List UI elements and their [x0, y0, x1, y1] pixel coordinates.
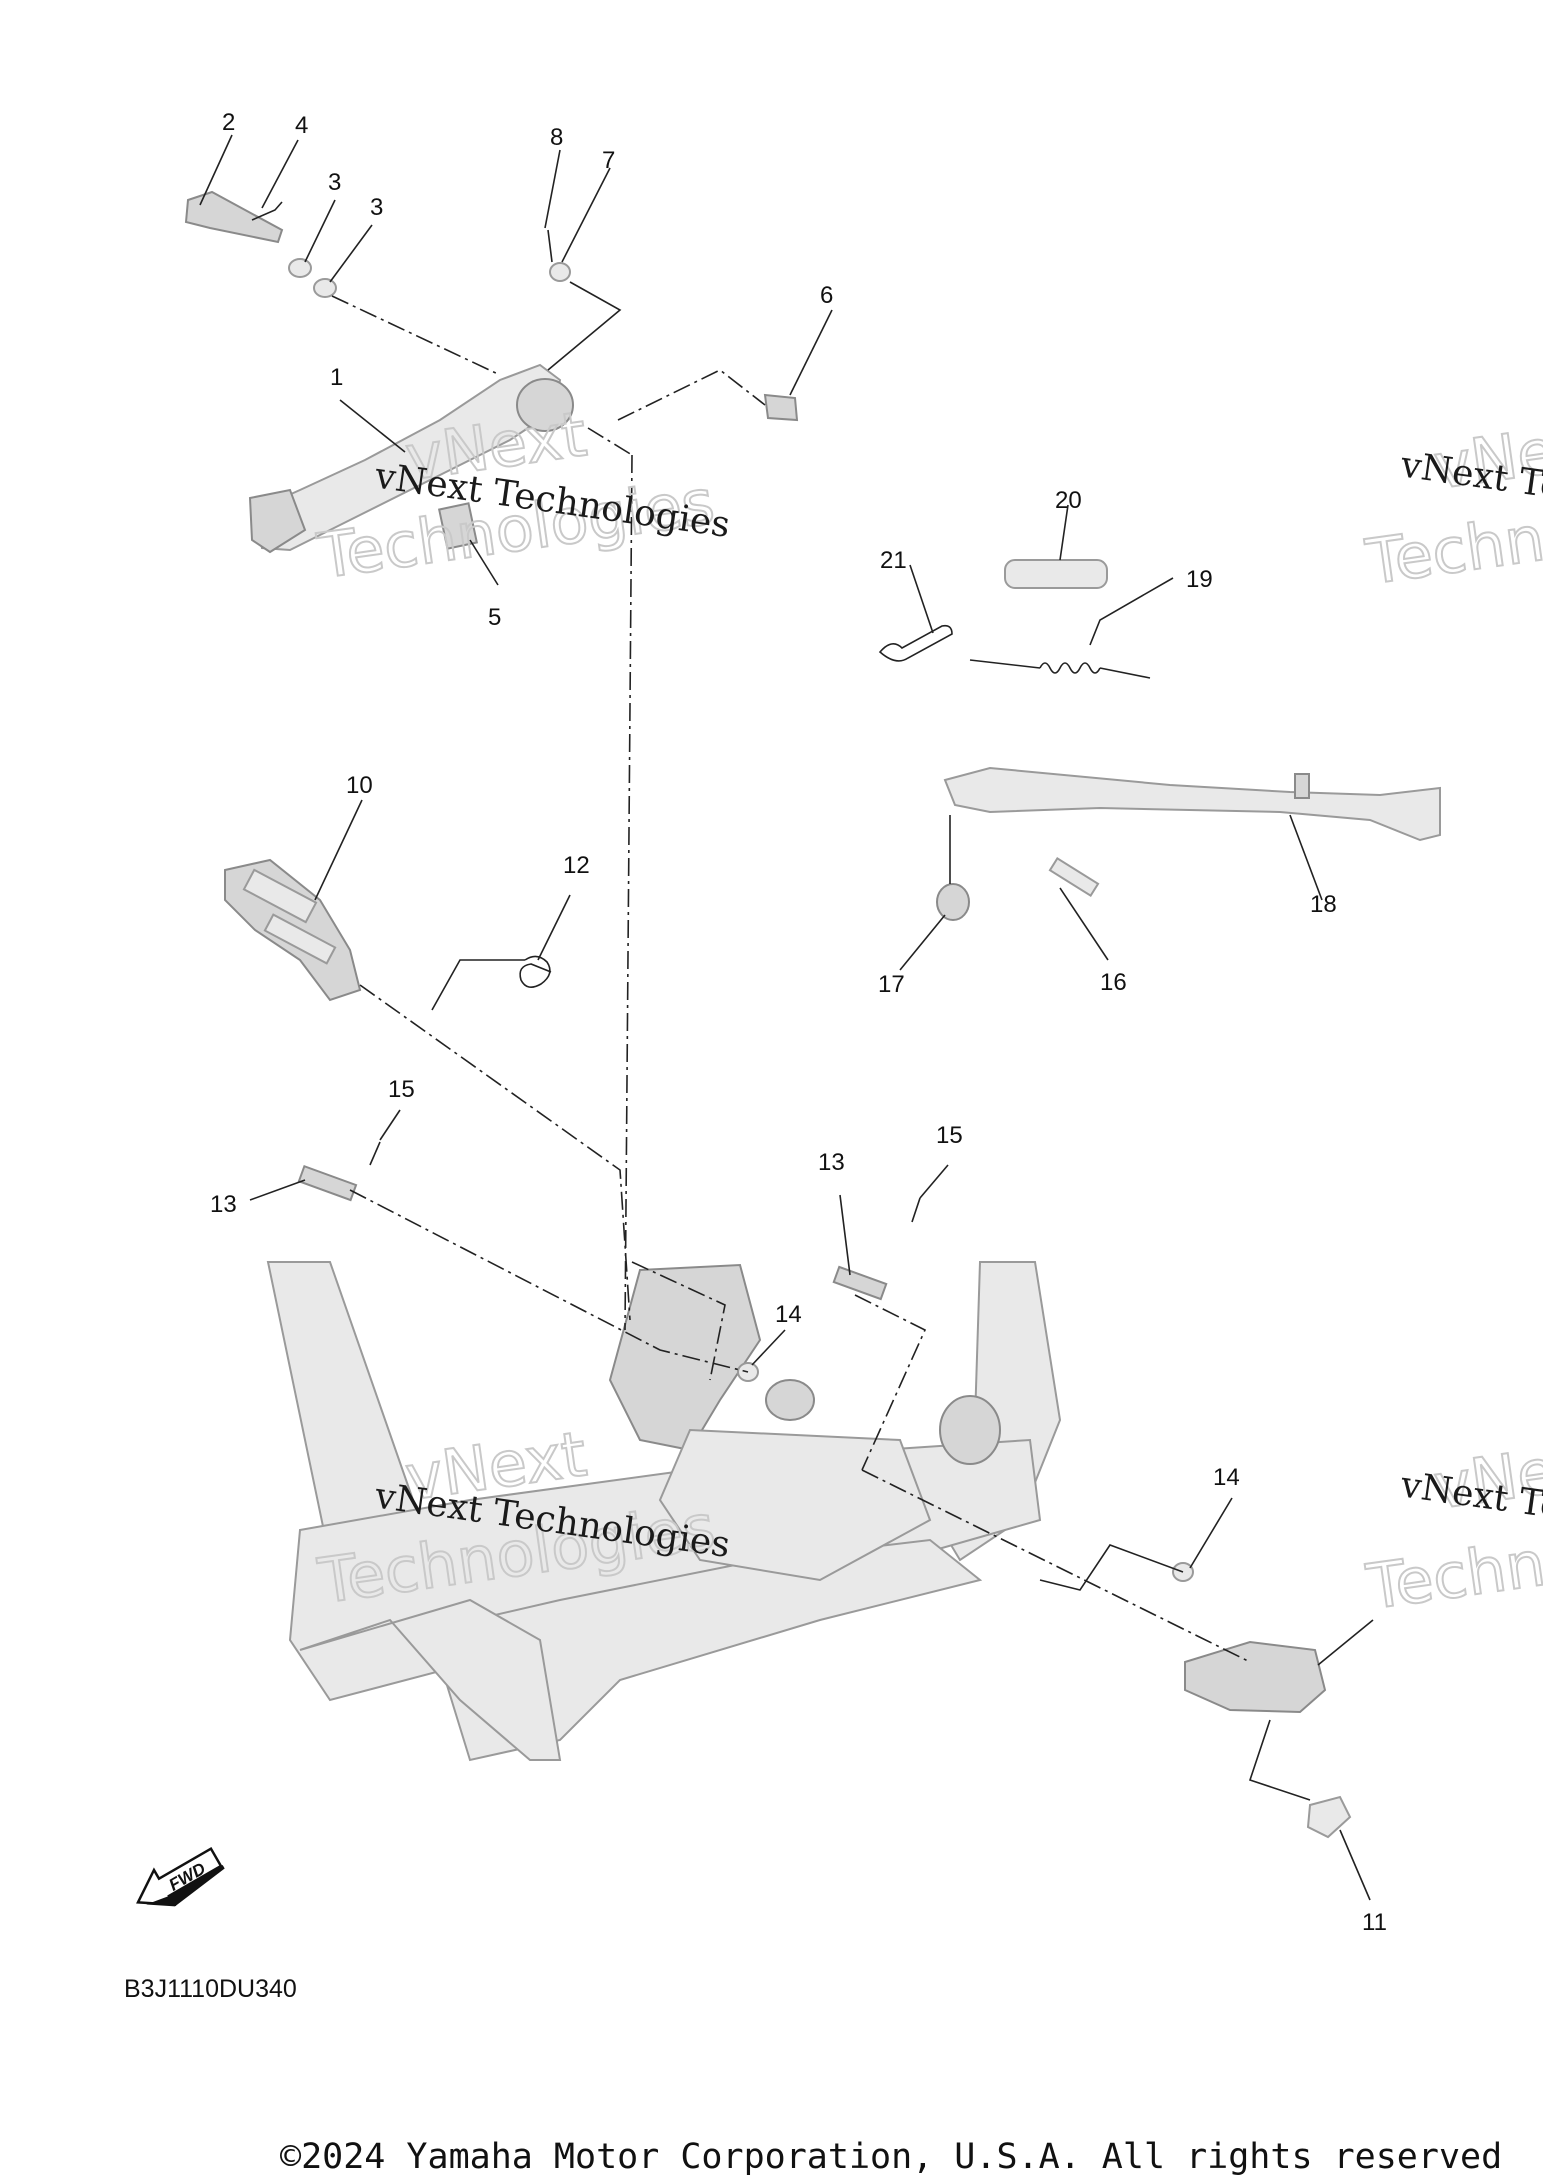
callout-10: 10	[346, 772, 373, 799]
callout-21: 21	[880, 547, 907, 574]
leader-lines	[199, 134, 1374, 1901]
callouts: 2 4 3 3 8 7 6 1 5 20 21 19 10 12 18 17 1…	[210, 109, 1387, 1936]
callout-8: 8	[550, 124, 563, 151]
footrest-right-9	[1184, 1640, 1327, 1714]
cotter-15a	[369, 1141, 381, 1166]
callout-4: 4	[295, 112, 308, 139]
bolt-6	[763, 393, 799, 422]
brake-pedal	[248, 363, 574, 554]
spring-12	[519, 955, 552, 988]
callout-16: 18	[1310, 891, 1337, 918]
callout-17: 19	[1186, 566, 1213, 593]
callout-6: 6	[820, 282, 833, 309]
callout-7: 7	[602, 147, 615, 174]
watermark-right-top: vNext Technologies vNext Technologies	[1360, 405, 1543, 600]
callout-15b: 15	[936, 1122, 963, 1149]
washer-7	[549, 262, 571, 282]
pin-4	[251, 201, 283, 221]
callout-5: 5	[488, 604, 501, 631]
cotter-pin-8	[547, 229, 553, 263]
callout-14b: 14	[1213, 1464, 1240, 1491]
collar-18	[1004, 559, 1108, 589]
pin-13b	[832, 1265, 888, 1301]
callout-19: 16	[1100, 969, 1127, 996]
callout-1: 1	[330, 364, 343, 391]
pivot-bolt-2	[184, 190, 284, 244]
washer-3b	[313, 278, 337, 298]
watermark-right-bottom: vNext Technologies vNext Technologies	[1361, 1425, 1543, 1625]
pin-13a	[297, 1164, 358, 1202]
copyright-notice: ©2024 Yamaha Motor Corporation, U.S.A. A…	[280, 2137, 1502, 2176]
callout-3a: 3	[328, 169, 341, 196]
spring-17	[969, 659, 1151, 679]
callout-13a: 13	[210, 1191, 237, 1218]
clip-21	[878, 624, 953, 662]
callout-15a: 15	[388, 1076, 415, 1103]
washer-3a	[288, 258, 312, 278]
diagram-code: B3J1110DU340	[124, 1975, 297, 2003]
callout-11: 11	[1362, 1909, 1387, 1936]
sidestand-16	[943, 766, 1441, 842]
cotter-15b	[911, 1197, 921, 1223]
fwd-arrow-icon: FWD	[136, 1846, 225, 1907]
clevis-5	[437, 502, 479, 550]
nut-20	[936, 883, 970, 921]
callout-3b: 3	[370, 194, 383, 221]
bolt-19	[1048, 856, 1100, 898]
callout-12: 12	[563, 852, 590, 879]
callout-18: 20	[1055, 487, 1082, 514]
footrest-left-10	[224, 858, 362, 1002]
callout-14a: 14	[775, 1301, 802, 1328]
spring-11	[1306, 1795, 1352, 1839]
callout-13b: 13	[818, 1149, 845, 1176]
callout-2: 2	[222, 109, 235, 136]
callout-20: 17	[878, 971, 905, 998]
